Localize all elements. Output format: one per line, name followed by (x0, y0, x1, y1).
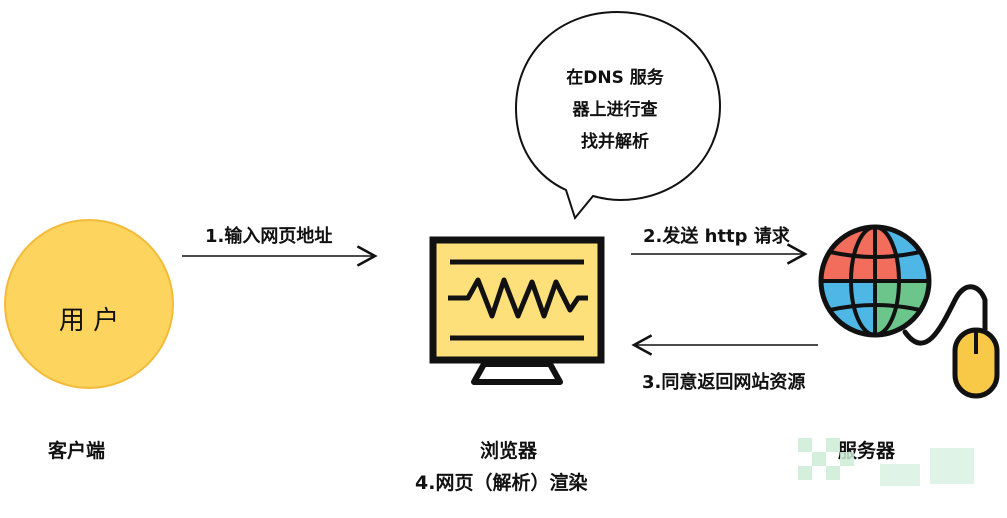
step-4-label: 4.网页（解析）渲染 (415, 472, 588, 494)
user-label: 用 户 (58, 306, 120, 336)
step-3-label: 3.同意返回网站资源 (642, 372, 806, 393)
step-1-label: 1.输入网页地址 (205, 226, 333, 247)
monitor-heartbeat-icon (429, 236, 605, 385)
watermark-logo (798, 438, 974, 486)
globe-icon (818, 224, 932, 338)
bubble-line-2: 器上进行查 (572, 100, 658, 120)
bubble-line-3: 找并解析 (581, 132, 649, 152)
browser-label: 浏览器 (480, 440, 538, 462)
user-circle (4, 219, 174, 389)
step-2-label: 2.发送 http 请求 (643, 226, 790, 247)
bubble-line-1: 在DNS 服务 (566, 68, 664, 88)
speech-bubble (514, 10, 722, 221)
mouse-icon (902, 284, 1000, 399)
client-label: 客户端 (48, 440, 106, 462)
bubble-text: 在DNS 服务 器上进行查 找并解析 (540, 62, 690, 158)
